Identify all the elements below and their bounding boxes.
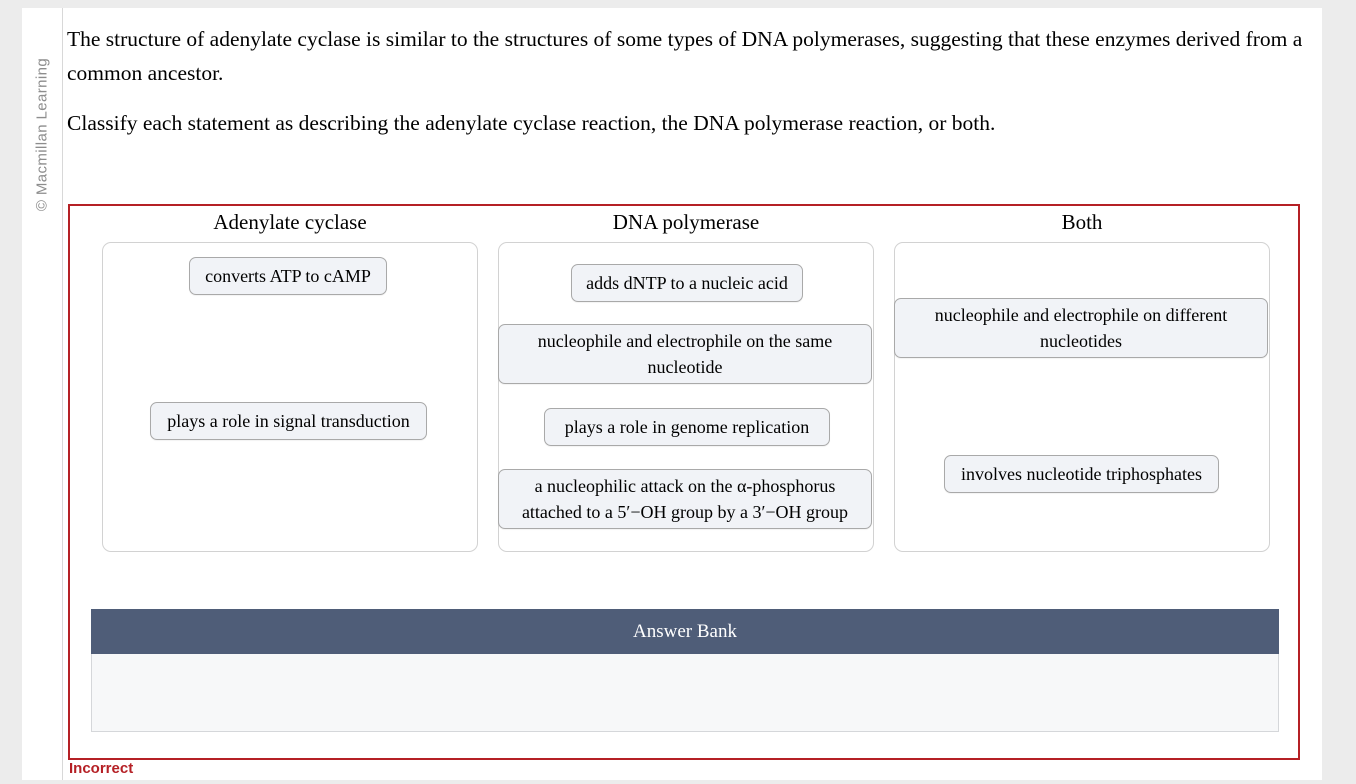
prompt-paragraph-2: Classify each statement as describing th… — [67, 111, 996, 135]
answer-tile[interactable]: nucleophile and electrophile on the same… — [498, 324, 872, 384]
answer-tile[interactable]: a nucleophilic attack on the α-phosphoru… — [498, 469, 872, 529]
category-title-adenylate-cyclase: Adenylate cyclase — [213, 210, 367, 234]
answer-bank-drop-area[interactable] — [91, 654, 1279, 732]
drop-zone-adenylate-cyclase[interactable]: converts ATP to cAMP plays a role in sig… — [102, 242, 478, 552]
category-column-dna-polymerase: DNA polymerase adds dNTP to a nucleic ac… — [498, 206, 874, 552]
prompt-paragraph-1: The structure of adenylate cyclase is si… — [67, 27, 1303, 85]
drop-zone-dna-polymerase[interactable]: adds dNTP to a nucleic acid nucleophile … — [498, 242, 874, 552]
status-badge: Incorrect — [69, 760, 134, 777]
category-columns: Adenylate cyclase converts ATP to cAMP p… — [70, 206, 1298, 588]
answer-tile[interactable]: plays a role in genome replication — [544, 408, 830, 446]
answer-tile[interactable]: involves nucleotide triphosphates — [944, 455, 1219, 493]
answer-bank-header: Answer Bank — [91, 609, 1279, 654]
copyright-rail: © Macmillan Learning — [22, 8, 63, 780]
content-card: © Macmillan Learning The structure of ad… — [22, 8, 1322, 780]
answer-tile[interactable]: nucleophile and electrophile on differen… — [894, 298, 1268, 358]
answer-tile[interactable]: adds dNTP to a nucleic acid — [571, 264, 803, 302]
copyright-label: © Macmillan Learning — [33, 57, 51, 212]
answer-bank: Answer Bank — [91, 609, 1279, 732]
category-column-adenylate-cyclase: Adenylate cyclase converts ATP to cAMP p… — [102, 206, 478, 552]
category-title-both: Both — [1061, 210, 1103, 234]
answer-tile[interactable]: plays a role in signal transduction — [150, 402, 427, 440]
question-prompt: The structure of adenylate cyclase is si… — [67, 22, 1307, 156]
category-title-dna-polymerase: DNA polymerase — [612, 210, 760, 234]
category-column-both: Both nucleophile and electrophile on dif… — [894, 206, 1270, 552]
drop-zone-both[interactable]: nucleophile and electrophile on differen… — [894, 242, 1270, 552]
answer-tile[interactable]: converts ATP to cAMP — [189, 257, 387, 295]
classification-activity-panel: Adenylate cyclase converts ATP to cAMP p… — [68, 204, 1300, 760]
